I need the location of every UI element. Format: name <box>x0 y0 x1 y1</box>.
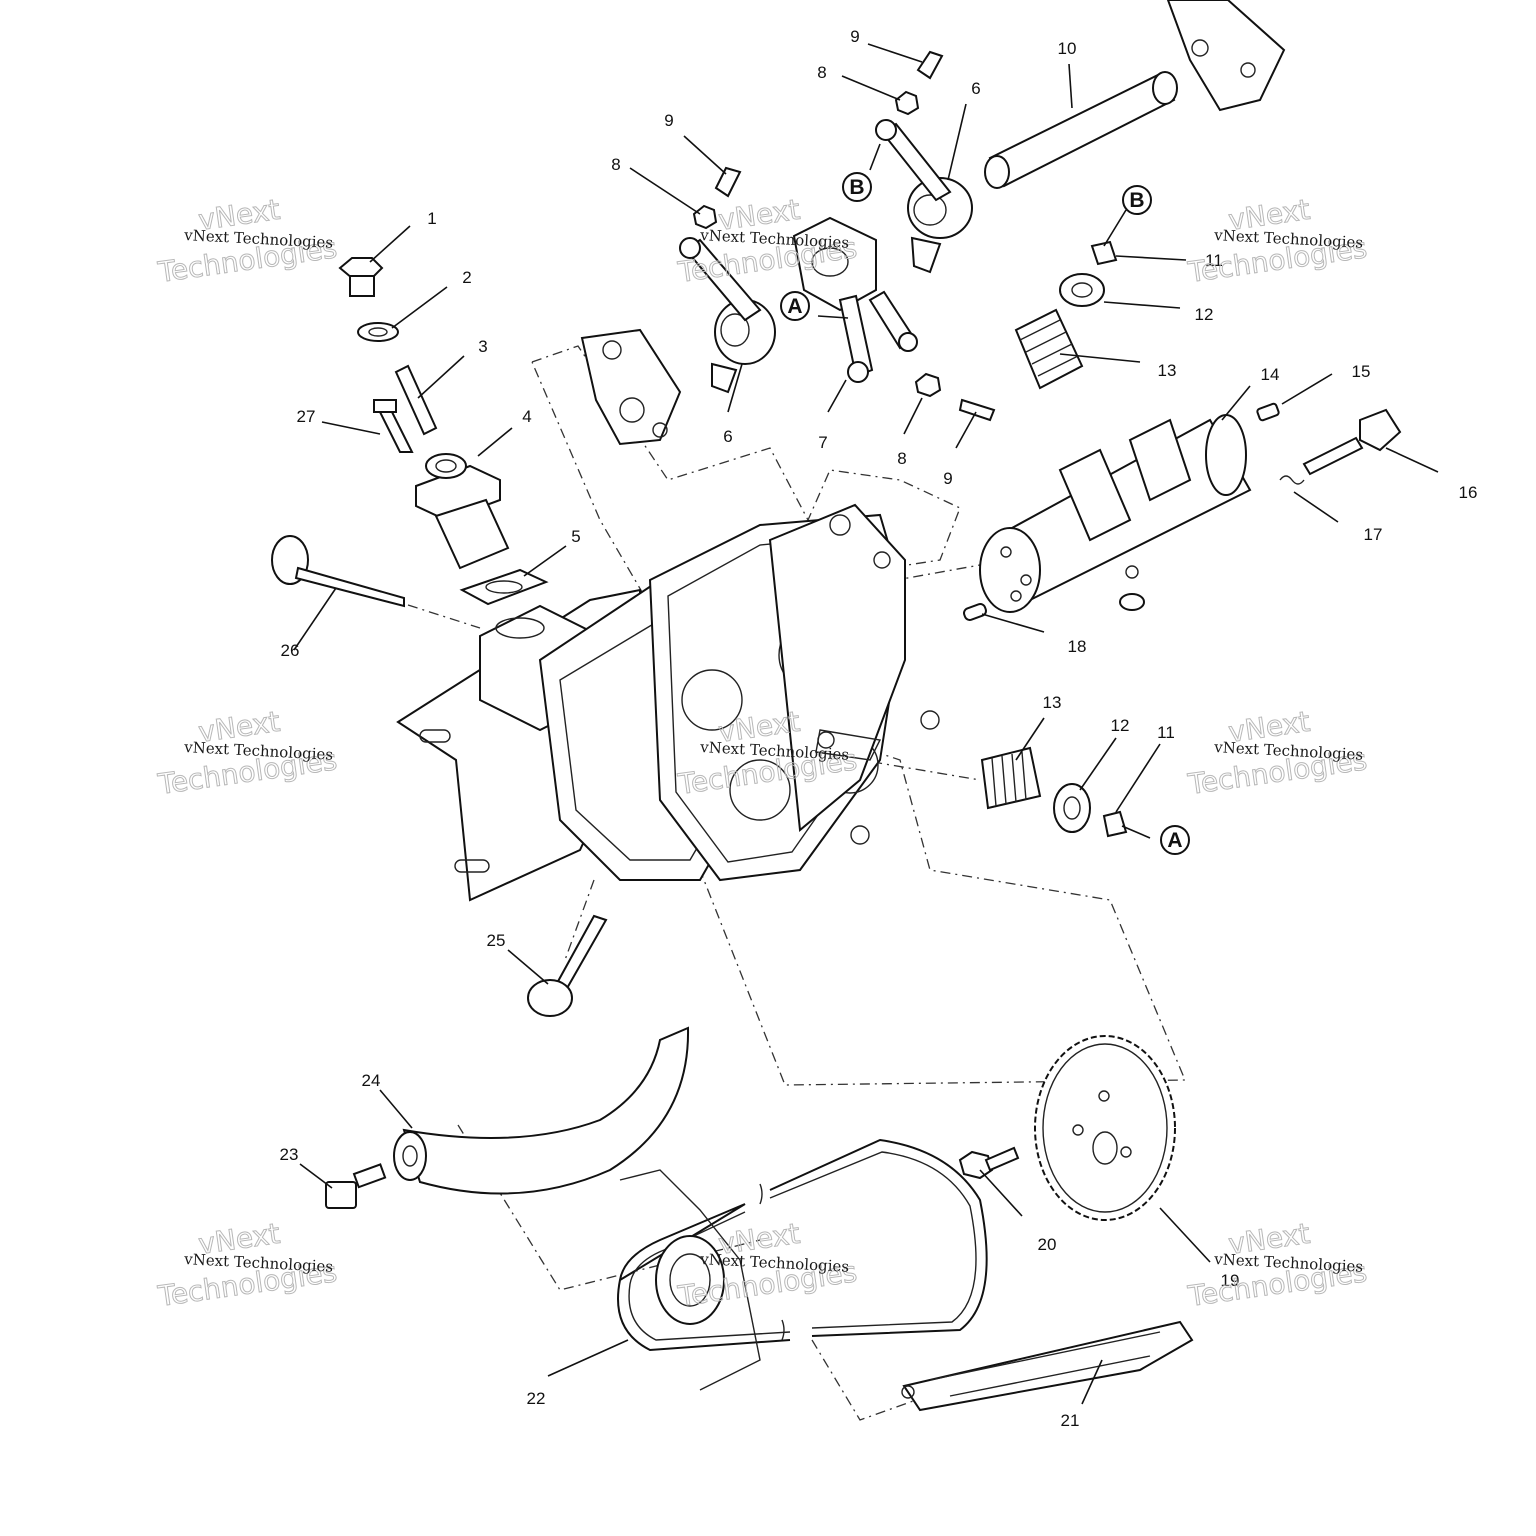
reference-marker-label: A <box>787 295 802 318</box>
callout-12-upper: 12 <box>1195 305 1214 324</box>
callout-27: 27 <box>297 407 316 426</box>
part-7-rocker-arm-center <box>792 216 918 383</box>
reference-marker-label: A <box>1167 829 1182 852</box>
part-22-cam-chain <box>617 1138 988 1352</box>
part-18-dowel-pin <box>963 603 987 621</box>
watermark-1: vNext Technologies vNext Technologies <box>155 192 340 289</box>
part-11-valve-keeper-top <box>1090 240 1118 266</box>
part-13-valve-spring-bottom <box>980 746 1042 810</box>
callout-15: 15 <box>1352 362 1371 381</box>
callout-9-center: 9 <box>943 469 952 488</box>
cylinder-head <box>396 503 940 902</box>
part-19-cam-sprocket <box>1034 1035 1176 1221</box>
leader-lines <box>293 43 1439 1405</box>
callout-5: 5 <box>571 527 580 546</box>
watermark-9: vNext Technologies vNext Technologies <box>1185 1216 1370 1313</box>
reference-marker-label: B <box>1129 189 1144 212</box>
callout-11-lower: 11 <box>1157 723 1175 742</box>
watermark-7: vNext Technologies vNext Technologies <box>155 1216 340 1313</box>
part-8-adjuster-nut-top <box>894 90 920 116</box>
part-8-adjuster-nut-center <box>914 372 942 398</box>
part-12-spring-retainer-top <box>1059 273 1105 307</box>
watermark-3: vNext Technologies vNext Technologies <box>1185 192 1370 289</box>
part-20-bolt <box>958 1146 1020 1180</box>
part-24-chain-guide <box>393 1026 690 1195</box>
part-25-valve <box>527 914 608 1017</box>
callout-8-left: 8 <box>611 155 620 174</box>
callout-9-left: 9 <box>664 111 673 130</box>
part-9-adjuster-screw-top <box>916 50 944 80</box>
callout-16: 16 <box>1459 483 1478 502</box>
callout-13-lower: 13 <box>1043 693 1062 712</box>
callout-numbers: 1 2 3 4 5 6 6 7 8 8 8 9 9 9 10 11 11 12 … <box>280 27 1478 1430</box>
part-8-adjuster-nut-left <box>692 204 718 230</box>
part-1-plug-bolt <box>338 257 384 297</box>
part-6-rocker-arm-left <box>679 237 776 394</box>
callout-11-upper: 11 <box>1205 251 1223 270</box>
part-4-chain-tensioner <box>415 453 510 570</box>
rocker-shaft-support-top <box>1166 0 1286 112</box>
reference-marker-A-lower: A <box>1160 825 1190 855</box>
callout-24: 24 <box>362 1071 381 1090</box>
callout-18: 18 <box>1068 637 1087 656</box>
callout-9-top: 9 <box>850 27 859 46</box>
part-2-washer <box>357 322 399 342</box>
callout-14: 14 <box>1261 365 1280 384</box>
part-14-camshaft <box>979 414 1252 613</box>
part-9-adjuster-screw-center <box>958 398 996 422</box>
part-15-pin <box>1256 402 1280 422</box>
callout-3: 3 <box>478 337 487 356</box>
reference-marker-label: B <box>849 176 864 199</box>
callout-12-lower: 12 <box>1111 716 1130 735</box>
part-12-spring-retainer-bottom <box>1053 783 1091 833</box>
callout-20: 20 <box>1038 1235 1057 1254</box>
callout-17: 17 <box>1364 525 1383 544</box>
callout-1: 1 <box>427 209 436 228</box>
callout-19: 19 <box>1221 1271 1240 1290</box>
reference-marker-A-upper: A <box>780 291 810 321</box>
callout-23: 23 <box>280 1145 299 1164</box>
callout-25: 25 <box>487 931 506 950</box>
watermark-6: vNext Technologies vNext Technologies <box>1185 704 1370 801</box>
part-21-chain-guide <box>901 1320 1194 1412</box>
part-17-spring <box>1279 475 1305 485</box>
callout-21: 21 <box>1061 1411 1080 1430</box>
callout-6-upper: 6 <box>971 79 980 98</box>
rocker-shaft-support <box>580 328 682 446</box>
callout-4: 4 <box>522 407 531 426</box>
watermark-4: vNext Technologies vNext Technologies <box>155 704 340 801</box>
part-9-adjuster-screw-left <box>714 166 742 198</box>
callout-7: 7 <box>818 433 827 452</box>
part-10-rocker-shaft <box>984 71 1178 189</box>
reference-marker-B-right: B <box>1122 185 1152 215</box>
part-13-valve-spring-top <box>1014 308 1084 390</box>
callout-26: 26 <box>281 641 300 660</box>
crank-sprocket <box>619 1169 761 1391</box>
part-6-rocker-arm-right <box>875 119 973 274</box>
callout-2: 2 <box>462 268 471 287</box>
callout-22: 22 <box>527 1389 546 1408</box>
part-5-gasket <box>459 568 549 606</box>
part-11-valve-keeper-bottom <box>1102 810 1128 838</box>
callout-8-center: 8 <box>897 449 906 468</box>
callout-6-lower: 6 <box>723 427 732 446</box>
callout-8-top: 8 <box>817 63 826 82</box>
part-27-bolt <box>373 399 414 453</box>
callout-13-upper: 13 <box>1158 361 1177 380</box>
reference-marker-B-left: B <box>842 172 872 202</box>
part-26-valve <box>271 535 405 608</box>
callout-10: 10 <box>1058 39 1077 58</box>
part-16-decompression-lever <box>1302 408 1402 476</box>
part-3-stud <box>394 364 438 436</box>
part-23-bolt <box>325 1163 387 1209</box>
